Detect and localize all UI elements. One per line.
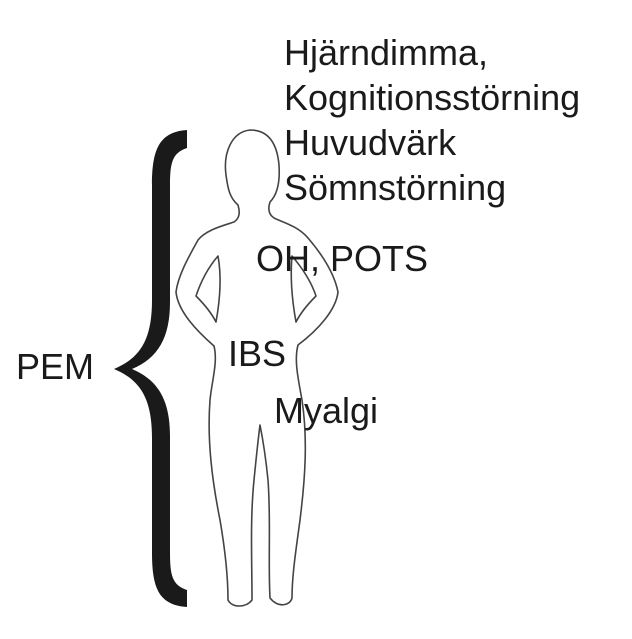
symptom-headache: Huvudvärk	[284, 122, 457, 163]
symptom-sleep-disorder: Sömnstörning	[284, 167, 507, 208]
head-symptom-list: Hjärndimma, Kognitionsstörning Huvudvärk…	[284, 30, 580, 210]
abdomen-symptom-label: IBS	[228, 333, 287, 374]
chest-symptom-label: OH, POTS	[256, 238, 429, 279]
legs-symptom-label: Myalgi	[274, 390, 379, 431]
brace-label-pem: PEM	[16, 346, 95, 387]
symptom-brain-fog: Hjärndimma,	[284, 32, 489, 73]
right-arm-outline-icon	[290, 255, 317, 323]
curly-brace-icon	[114, 130, 187, 607]
body-outline-icon	[175, 129, 339, 607]
left-arm-outline-icon	[195, 255, 221, 323]
symptom-cognitive-impairment: Kognitionsstörning	[284, 77, 581, 118]
